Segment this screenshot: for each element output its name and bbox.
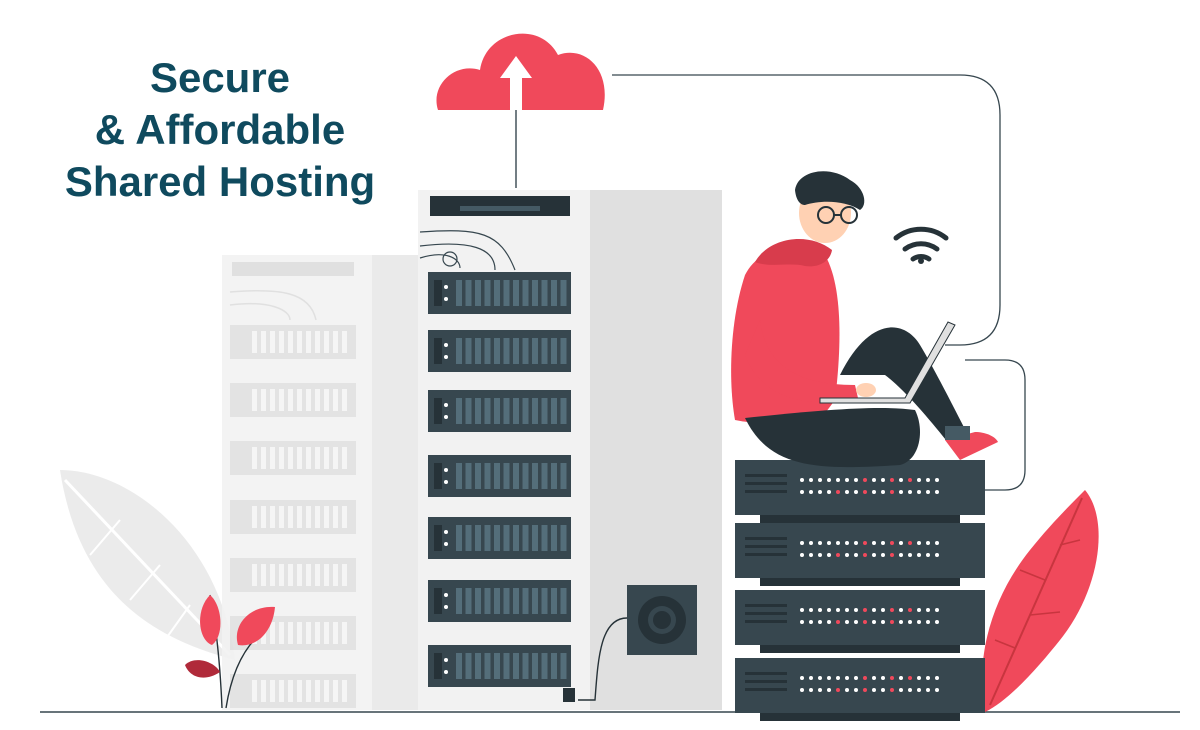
headline-line-2: & Affordable — [94, 106, 346, 153]
server-stack-right — [735, 460, 985, 721]
server-unit — [428, 272, 571, 314]
stacked-server-unit — [735, 523, 985, 586]
server-unit — [428, 580, 571, 622]
stacked-server-unit — [735, 460, 985, 523]
stacked-server-unit — [735, 590, 985, 653]
server-rack-back — [222, 255, 420, 710]
leaf-decoration-right — [982, 490, 1099, 712]
faded-server-unit — [230, 325, 356, 359]
server-unit — [428, 330, 571, 372]
faded-server-unit — [230, 383, 356, 417]
server-tower-main — [418, 190, 722, 710]
stacked-server-unit — [735, 658, 985, 721]
main-server-units — [428, 272, 571, 687]
headline-line-3: Shared Hosting — [64, 158, 376, 205]
faded-server-units — [230, 325, 356, 708]
server-unit — [428, 455, 571, 497]
faded-server-unit — [230, 500, 356, 534]
cloud-upload-icon — [436, 33, 605, 188]
server-unit — [428, 390, 571, 432]
person-with-laptop — [731, 171, 998, 468]
network-cable-top — [612, 74, 1001, 346]
headline-line-1: Secure — [149, 54, 291, 101]
wifi-icon — [893, 226, 949, 264]
server-unit — [428, 517, 571, 559]
speaker-icon — [563, 585, 697, 702]
plant-decoration-left — [185, 594, 275, 709]
faded-server-unit — [230, 441, 356, 475]
server-unit — [428, 645, 571, 687]
faded-server-unit — [230, 674, 356, 708]
hero-headline: Secure & Affordable Shared Hosting — [30, 52, 410, 208]
faded-server-unit — [230, 558, 356, 592]
network-cable-side — [965, 359, 1026, 491]
